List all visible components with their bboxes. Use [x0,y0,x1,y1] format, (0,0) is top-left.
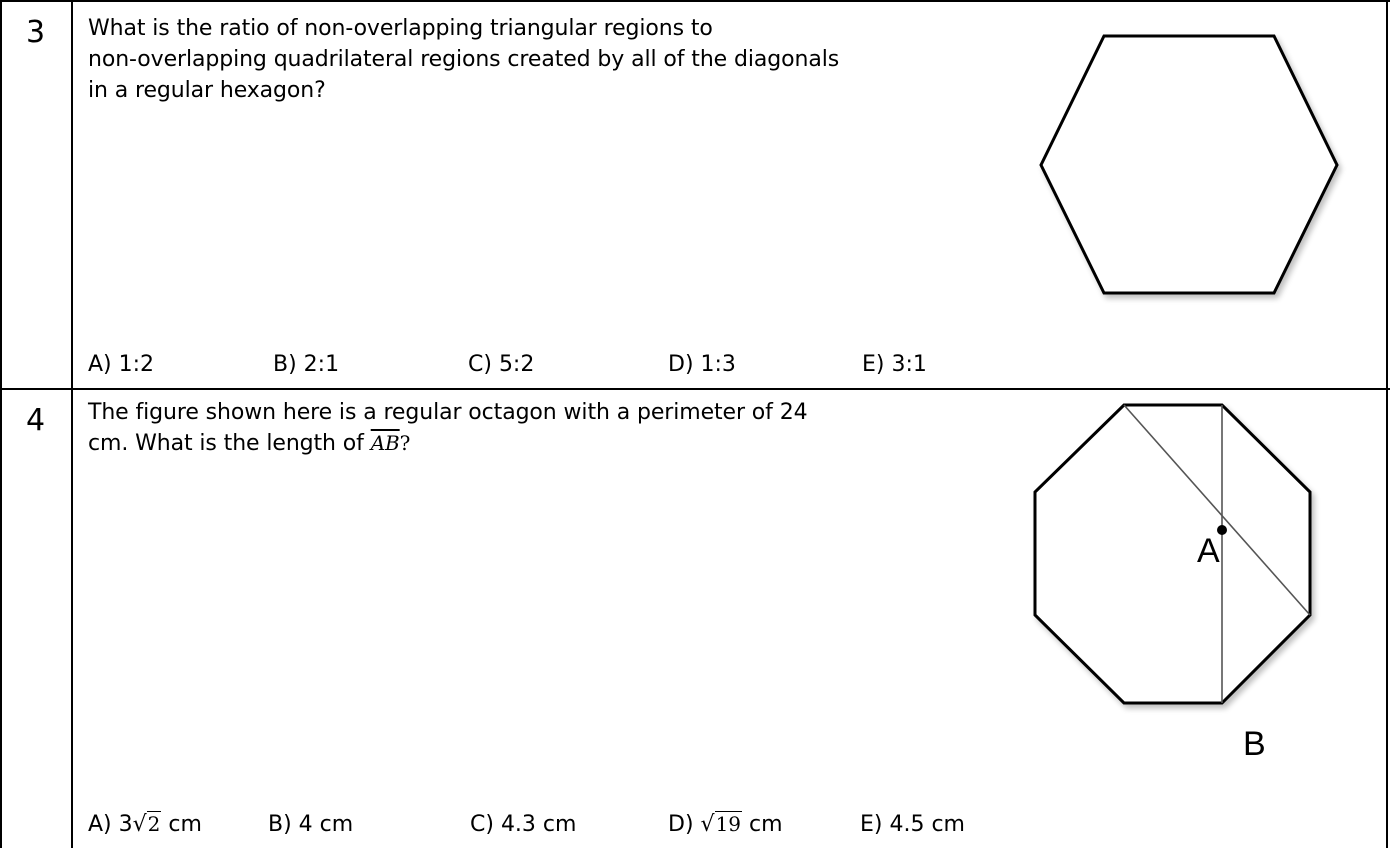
sqrt-icon: √ [132,812,147,837]
answer-choice-a-unit: cm [161,812,202,837]
answer-choice-a-text: A) 3 [88,812,133,837]
answer-choice-a-radicand: 2 [146,811,162,836]
answer-choice-b: B) 4 cm [268,812,354,837]
answer-choice-b: B) 2:1 [273,352,340,377]
question-mark: ? [399,431,411,455]
answer-choice-a: A) 1:2 [88,352,155,377]
question-text-line: non-overlapping quadrilateral regions cr… [88,47,840,72]
question-number: 3 [26,15,46,50]
octagon-diagonal [1123,404,1311,616]
answer-choice-d-text: D) [668,812,701,837]
answer-choice-c: C) 4.3 cm [470,812,577,837]
question-text-line: in a regular hexagon? [88,78,326,103]
sqrt-icon: √ [700,812,715,837]
table-row-divider [0,388,1390,390]
question-text-line: cm. What is the length of AB? [88,428,410,459]
answer-choice-a: A) 3√2 cm [88,811,202,837]
question-text-line: What is the ratio of non-overlapping tri… [88,16,713,41]
octagon-shape [1033,403,1312,705]
hexagon-shape [1039,34,1339,295]
point-b-label: B [1243,725,1266,763]
table-border-left [0,0,2,848]
answer-choice-d-unit: cm [742,812,783,837]
answer-choice-e: E) 4.5 cm [860,812,965,837]
octagon-figure: A B [1033,403,1312,763]
answer-choice-d-radicand: 19 [714,811,743,836]
table-column-divider [71,0,73,848]
answer-choice-d: D) √19 cm [668,811,783,837]
question-text-line: The figure shown here is a regular octag… [88,400,808,425]
segment-ab-label: AB [370,431,400,455]
hexagon-figure [1039,34,1339,295]
question-text-fragment: cm. What is the length of [88,431,371,456]
answer-choice-c: C) 5:2 [468,352,535,377]
table-border-right [1386,0,1388,848]
answer-choice-e: E) 3:1 [862,352,927,377]
point-a-label: A [1197,532,1220,570]
point-a-marker [1217,525,1227,535]
table-border-top [0,0,1390,2]
answer-choice-d: D) 1:3 [668,352,736,377]
question-number: 4 [26,403,46,438]
